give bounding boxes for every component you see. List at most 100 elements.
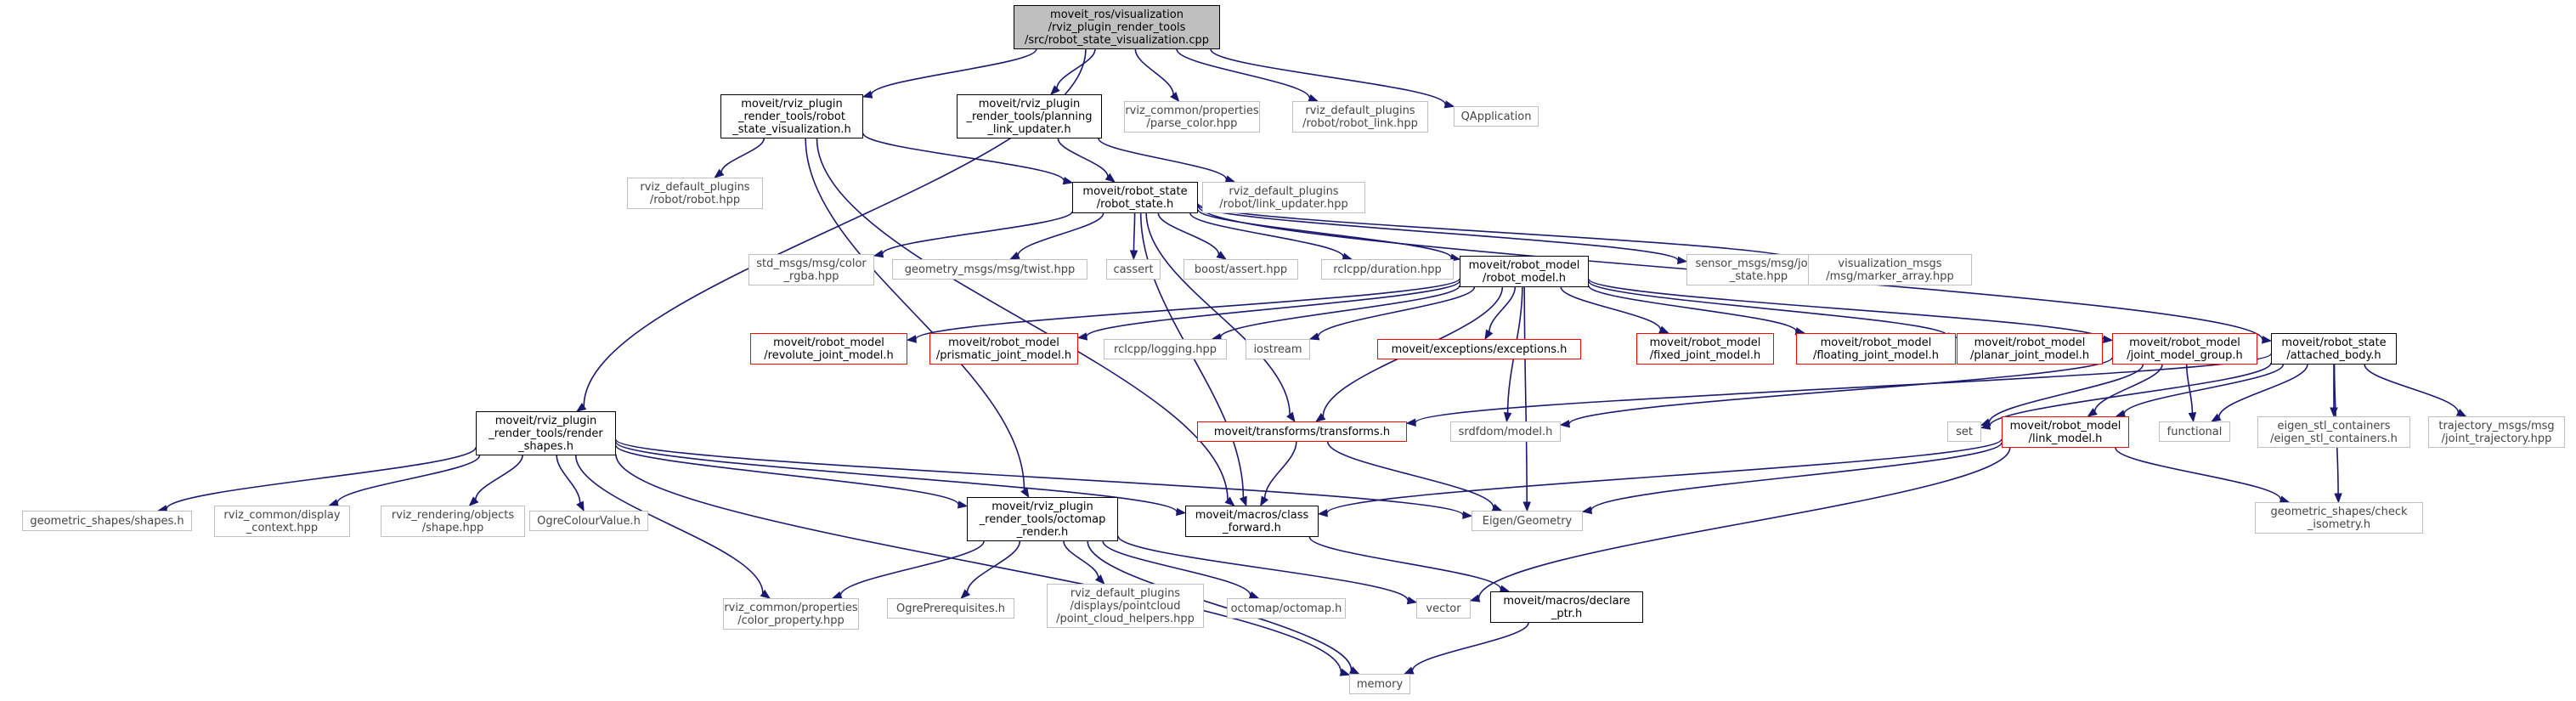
edge-arrowhead — [957, 500, 969, 509]
node-shapehpp[interactable]: rviz_rendering/objects/shape.hpp — [381, 506, 525, 537]
node-duration[interactable]: rclcpp/duration.hpp — [1321, 259, 1454, 280]
node-root[interactable]: moveit_ros/visualization/rviz_plugin_ren… — [1014, 5, 1220, 49]
node-label: moveit/robot_model/planar_joint_model.h — [1970, 336, 2089, 362]
node-label-line: /revolute_joint_model.h — [764, 348, 894, 362]
node-marker[interactable]: visualization_msgs/msg/marker_array.hpp — [1808, 254, 1972, 285]
node-octomap_render[interactable]: moveit/rviz_plugin_render_tools/octomap_… — [967, 497, 1118, 541]
node-label-line: moveit/macros/declare — [1503, 594, 1630, 608]
node-octomap[interactable]: octomap/octomap.h — [1227, 598, 1346, 619]
node-linkmodel[interactable]: moveit/robot_model/link_model.h — [2002, 416, 2129, 448]
node-attached[interactable]: moveit/robot_state/attached_body.h — [2271, 333, 2397, 365]
node-memory[interactable]: memory — [1349, 674, 1410, 694]
node-ogreprereq[interactable]: OgrePrerequisites.h — [887, 598, 1014, 619]
node-render_shapes[interactable]: moveit/rviz_plugin_render_tools/render_s… — [476, 411, 616, 455]
edge-linkmodel-to-vector — [1477, 447, 2011, 599]
node-label: moveit/robot_model/fixed_joint_model.h — [1650, 336, 1761, 362]
edge-octomap_render-to-memory — [1087, 540, 1353, 670]
node-exceptions[interactable]: moveit/exceptions/exceptions.h — [1377, 339, 1581, 359]
node-label: sensor_msgs/msg/joint_state.hpp — [1695, 257, 1822, 283]
node-label: iostream — [1253, 343, 1302, 356]
node-pcl_helpers[interactable]: rviz_default_plugins/displays/pointcloud… — [1047, 584, 1204, 628]
edge-arrowhead — [1581, 506, 1593, 515]
edge-transforms-to-class_fwd — [1263, 441, 1297, 499]
node-parse[interactable]: rviz_common/properties/parse_color.hpp — [1124, 101, 1260, 133]
node-functional[interactable]: functional — [2159, 421, 2230, 442]
node-label-line: rclcpp/logging.hpp — [1114, 342, 1217, 356]
edge-arrowhead — [1980, 421, 1991, 430]
node-label: cassert — [1113, 263, 1153, 276]
edge-arrowhead — [1170, 91, 1180, 103]
node-label-line: moveit/robot_model — [773, 336, 884, 349]
node-label: trajectory_msgs/msg/joint_trajectory.hpp — [2438, 420, 2554, 445]
node-jmg[interactable]: moveit/robot_model/joint_model_group.h — [2112, 333, 2257, 365]
node-twist[interactable]: geometry_msgs/msg/twist.hpp — [892, 259, 1087, 280]
edge-arrowhead — [1443, 100, 1455, 109]
node-label: eigen_stl_containers/eigen_stl_container… — [2270, 420, 2398, 445]
node-label-line: _ptr.h — [1551, 607, 1583, 620]
node-eigen[interactable]: Eigen/Geometry — [1472, 511, 1583, 531]
edge-root-to-parse — [1134, 48, 1174, 95]
node-label-line: moveit/rviz_plugin — [978, 97, 1081, 110]
node-shapes[interactable]: geometric_shapes/shapes.h — [22, 511, 192, 531]
edge-arrowhead — [1348, 666, 1360, 675]
edge-rmodel-to-prismatic — [1086, 280, 1460, 337]
node-label: srdfdom/model.h — [1459, 426, 1553, 438]
node-iostream[interactable]: iostream — [1246, 339, 1310, 359]
node-label-line: _render_tools/planning — [966, 110, 1093, 123]
node-srdf[interactable]: srdfdom/model.h — [1450, 421, 1561, 442]
node-label-line: /msg/marker_array.hpp — [1826, 269, 1954, 283]
edge-arrowhead — [1076, 332, 1088, 341]
edge-rmodel-to-eigen — [1523, 286, 1528, 503]
node-set[interactable]: set — [1947, 421, 1981, 442]
node-label-line: _render_tools/robot — [738, 110, 845, 123]
node-fixed[interactable]: moveit/robot_model/fixed_joint_model.h — [1636, 333, 1774, 365]
node-rstate[interactable]: moveit/robot_state/robot_state.h — [1072, 182, 1198, 213]
node-revolute[interactable]: moveit/robot_model/revolute_joint_model.… — [750, 333, 907, 365]
node-label-line: /src/robot_state_visualization.cpp — [1025, 33, 1209, 47]
node-label-line: set — [1956, 425, 1973, 438]
node-label-line: moveit/robot_state — [1082, 184, 1188, 198]
node-jstate[interactable]: sensor_msgs/msg/joint_state.hpp — [1686, 254, 1831, 285]
node-transforms[interactable]: moveit/transforms/transforms.h — [1197, 421, 1407, 442]
node-rmodel[interactable]: moveit/robot_model/robot_model.h — [1460, 256, 1589, 287]
node-ogrecolour[interactable]: OgreColourValue.h — [529, 511, 648, 531]
node-label-line: moveit/transforms/transforms.h — [1213, 425, 1391, 438]
node-rsv[interactable]: moveit/rviz_plugin_render_tools/robot_st… — [720, 94, 863, 139]
node-cassert[interactable]: cassert — [1106, 259, 1161, 280]
edge-render_shapes-to-eigen — [615, 438, 1464, 517]
node-label-line: iostream — [1253, 342, 1302, 356]
node-display_ctx[interactable]: rviz_common/display_context.hpp — [214, 506, 350, 537]
node-floating[interactable]: moveit/robot_model/floating_joint_model.… — [1796, 333, 1956, 365]
node-traj[interactable]: trajectory_msgs/msg/joint_trajectory.hpp — [2428, 416, 2565, 448]
edge-transforms-to-eigen — [1327, 441, 1494, 508]
node-planar[interactable]: moveit/robot_model/planar_joint_model.h — [1957, 333, 2103, 365]
node-label: moveit/rviz_plugin_render_tools/octomap_… — [980, 500, 1106, 539]
node-bassert[interactable]: boost/assert.hpp — [1183, 259, 1298, 280]
node-rrobot[interactable]: rviz_default_plugins/robot/robot.hpp — [627, 178, 763, 209]
edge-arrowhead — [1062, 176, 1074, 185]
node-check_iso[interactable]: geometric_shapes/check_isometry.h — [2255, 502, 2423, 534]
node-colorrgba[interactable]: std_msgs/msg/color_rgba.hpp — [749, 254, 874, 285]
edge-jmg-to-srdf — [1568, 357, 2113, 425]
edge-arrowhead — [1308, 332, 1320, 341]
node-lupd[interactable]: rviz_default_plugins/robot/link_updater.… — [1202, 182, 1365, 213]
node-qapp[interactable]: QApplication — [1454, 106, 1539, 127]
edge-arrowhead — [1403, 666, 1415, 675]
node-class_fwd[interactable]: moveit/macros/class_forward.h — [1185, 506, 1319, 537]
node-rlink[interactable]: rviz_default_plugins/robot/robot_link.hp… — [1292, 101, 1428, 133]
node-logging[interactable]: rclcpp/logging.hpp — [1104, 339, 1227, 359]
node-label-line: /eigen_stl_containers.h — [2270, 432, 2398, 445]
node-eigenstl[interactable]: eigen_stl_containers/eigen_stl_container… — [2257, 416, 2410, 448]
node-color_prop[interactable]: rviz_common/properties/color_property.hp… — [723, 598, 859, 630]
edge-arrowhead — [2211, 413, 2222, 422]
node-declare_ptr[interactable]: moveit/macros/declare_ptr.h — [1490, 591, 1643, 623]
node-label: rviz_default_plugins/robot/robot.hpp — [640, 181, 749, 206]
node-prismatic[interactable]: moveit/robot_model/prismatic_joint_model… — [929, 333, 1078, 365]
edge-arrowhead — [861, 90, 873, 99]
node-label-line: _state.hpp — [1729, 269, 1788, 283]
node-label-line: /fixed_joint_model.h — [1649, 348, 1761, 362]
node-plu[interactable]: moveit/rviz_plugin_render_tools/planning… — [957, 94, 1102, 139]
node-vector[interactable]: vector — [1416, 598, 1471, 619]
edge-arrowhead — [1406, 596, 1418, 605]
